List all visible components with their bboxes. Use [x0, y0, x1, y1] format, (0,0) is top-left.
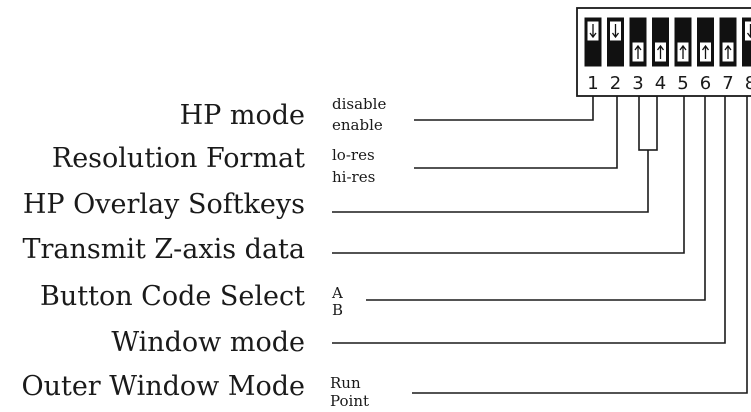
option-run: Run: [330, 374, 361, 392]
switch-number-6: 6: [700, 73, 711, 94]
connector-switch-3-4: [332, 150, 649, 213]
dip-switch-3: [629, 17, 647, 67]
dip-switch-8: [742, 17, 751, 67]
connector-switch-8: [412, 96, 748, 394]
option-lo-res: lo-res: [332, 146, 375, 164]
label-resolution-format: Resolution Format: [52, 143, 305, 174]
label-transmit-z-axis: Transmit Z-axis data: [22, 234, 305, 265]
connector-switch-7: [332, 96, 726, 344]
dip-switch-6: [697, 17, 714, 67]
switch-number-7: 7: [722, 73, 733, 94]
connector-switch-1: [414, 96, 594, 121]
label-hp-mode: HP mode: [180, 100, 305, 131]
dip-switch-4: [652, 17, 669, 67]
option-hi-res: hi-res: [332, 168, 375, 186]
label-button-code-select: Button Code Select: [40, 281, 305, 312]
connector-switch-3-4-bracket: [638, 95, 658, 151]
connector-switch-6: [366, 96, 706, 301]
switch-row: [584, 17, 751, 67]
switch-number-8: 8: [745, 73, 751, 94]
dip-switch-7: [719, 17, 737, 67]
connector-switch-2: [414, 96, 618, 169]
label-window-mode: Window mode: [111, 327, 305, 358]
switch-number-2: 2: [610, 73, 621, 94]
dip-switch-1: [584, 17, 602, 67]
label-outer-window-mode: Outer Window Mode: [21, 371, 305, 402]
connector-switch-5: [332, 96, 685, 254]
switch-number-1: 1: [587, 73, 598, 94]
option-enable: enable: [332, 116, 383, 134]
option-disable: disable: [332, 95, 386, 113]
switch-number-5: 5: [677, 73, 688, 94]
dip-switch-5: [674, 17, 692, 67]
switch-number-4: 4: [655, 73, 666, 94]
option-point: Point: [330, 392, 369, 410]
dip-switch-2: [607, 17, 624, 67]
label-hp-overlay-softkeys: HP Overlay Softkeys: [23, 189, 305, 220]
switch-number-3: 3: [632, 73, 643, 94]
option-b: B: [332, 301, 343, 319]
option-a: A: [331, 284, 343, 302]
